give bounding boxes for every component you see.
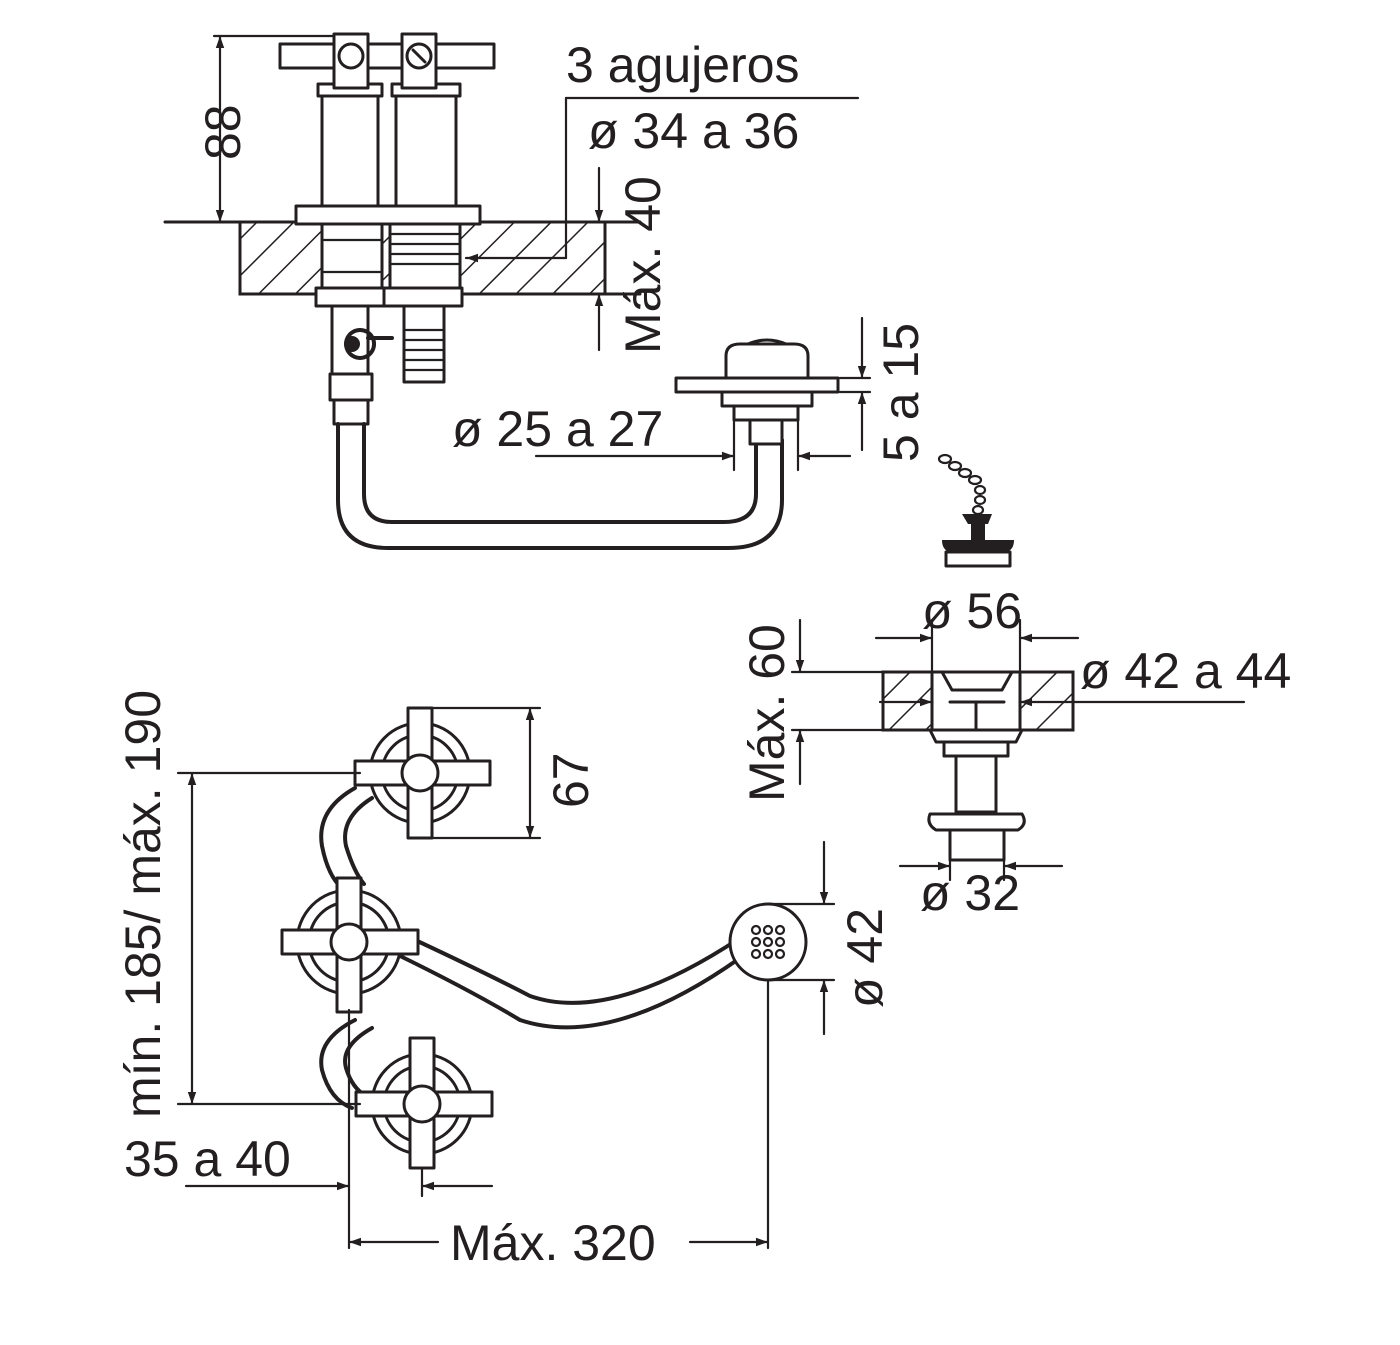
plug-and-chain bbox=[937, 453, 1014, 568]
label-min-max: mín. 185/ máx. 190 bbox=[115, 690, 171, 1118]
valve-top bbox=[353, 706, 492, 840]
hand-shower-head bbox=[728, 902, 808, 982]
dimension-labels: 88 3 agujeros ø 34 a 36 Máx. 40 5 a 15 ø… bbox=[115, 37, 1291, 1271]
label-67: 67 bbox=[543, 752, 599, 808]
label-42-shower: ø 42 bbox=[837, 908, 893, 1008]
label-32: ø 32 bbox=[920, 865, 1020, 921]
label-5-a-15: 5 a 15 bbox=[873, 323, 929, 462]
dimension-lines bbox=[176, 34, 1246, 1250]
label-88: 88 bbox=[195, 104, 251, 160]
label-25-a-27: ø 25 a 27 bbox=[452, 401, 663, 457]
label-hole-diameter: ø 34 a 36 bbox=[588, 103, 799, 159]
side-view-valves bbox=[163, 32, 840, 550]
label-35-a-40: 35 a 40 bbox=[124, 1131, 291, 1187]
label-42-a-44: ø 42 a 44 bbox=[1080, 643, 1291, 699]
valve-middle bbox=[280, 876, 420, 1014]
label-max-40: Máx. 40 bbox=[615, 176, 671, 354]
label-max-320: Máx. 320 bbox=[450, 1215, 656, 1271]
drain-section bbox=[881, 670, 1075, 862]
label-max-60: Máx. 60 bbox=[739, 624, 795, 802]
top-view bbox=[280, 706, 808, 1170]
label-56: ø 56 bbox=[922, 583, 1022, 639]
label-holes: 3 agujeros bbox=[566, 37, 800, 93]
valve-bottom bbox=[354, 1036, 494, 1170]
